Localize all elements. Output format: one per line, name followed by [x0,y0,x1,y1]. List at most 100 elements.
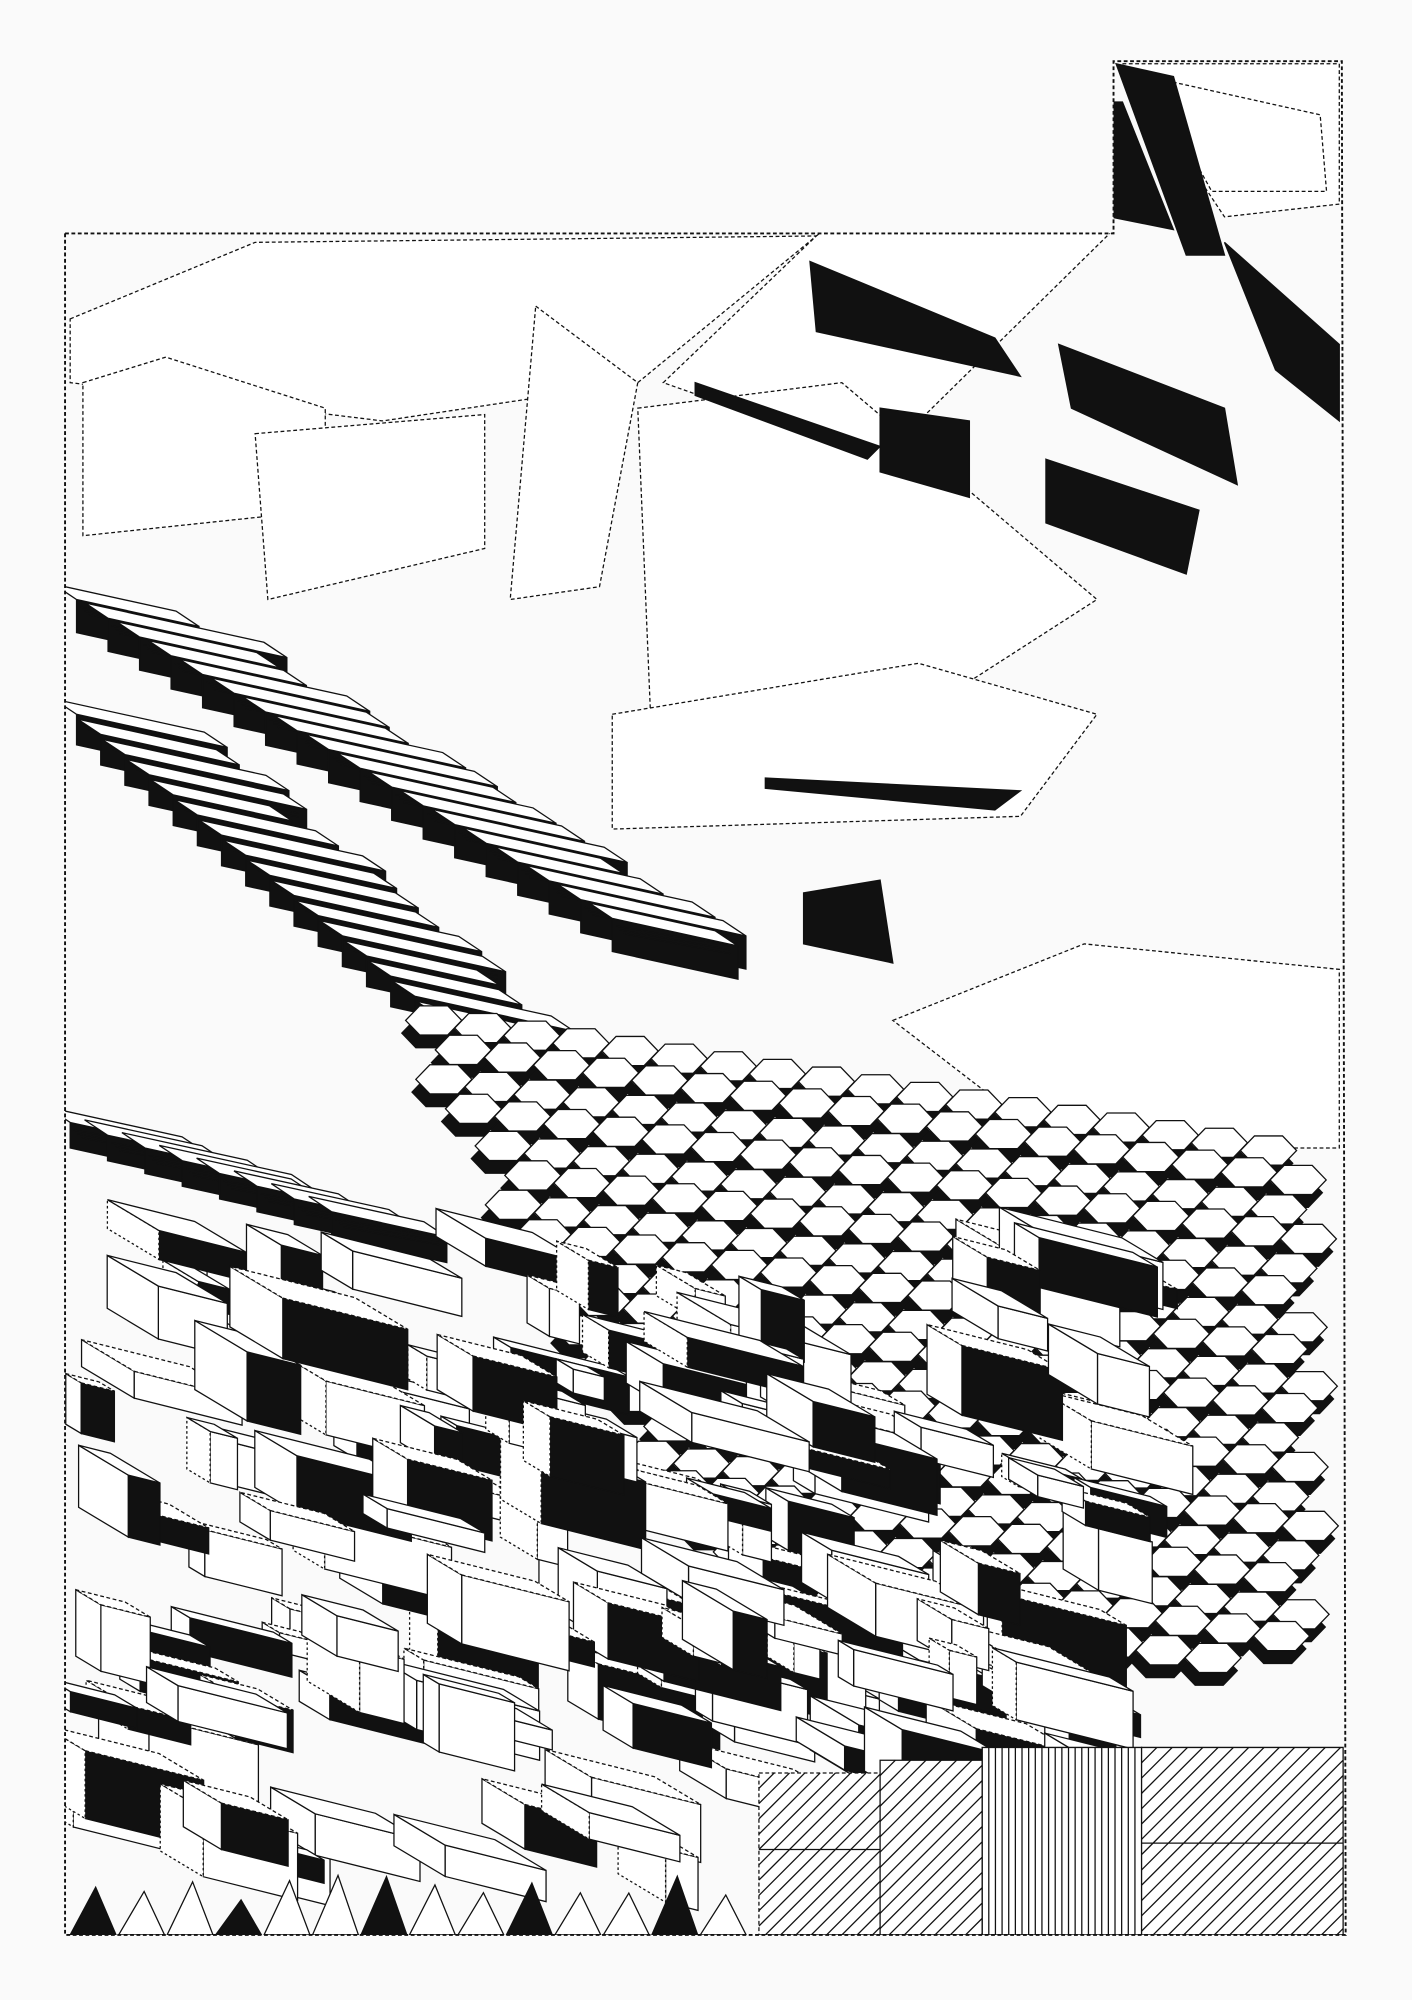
band-middle-top [246,859,419,909]
panel-hatch [1141,1746,1265,1871]
building-face [407,1343,428,1392]
building-face [643,1310,688,1369]
panel-hatch [1141,1746,1250,1856]
panel-hatch [780,1835,881,1935]
building-face [65,1372,82,1435]
hexagon-cell [1072,1134,1131,1165]
building-face [106,1198,160,1261]
building-roof [393,1813,547,1871]
band-lower-hatch [335,1218,440,1238]
panel-hatch [810,1865,881,1935]
hexagon-cell [1271,1451,1330,1483]
panel-hatch [919,1871,983,1935]
shadow-wedge [764,777,1023,811]
panel-hatch [888,1841,983,1935]
band-lower-top [308,1195,448,1238]
shadow-wedge [694,381,882,460]
hexagon-cell [1230,1216,1289,1247]
building-face [239,1491,271,1542]
hatched-panel [1140,1746,1344,1935]
panel-hatch [1275,1866,1344,1935]
hexagon-cell [1250,1333,1309,1365]
building-roof [766,1373,876,1418]
band-upper-top [84,602,288,659]
ground-triangle [456,1891,505,1935]
hexagon-cell [661,1242,720,1273]
hexagon-cell [414,1064,473,1095]
dashed-plane [637,381,1099,715]
hexagon-cell [1232,1503,1291,1534]
hexagon-cell [690,1131,749,1163]
shadow-wedge [1115,62,1226,256]
building-roof [864,1706,999,1755]
hexagon-cell [1220,1157,1278,1188]
band-upper-top [588,902,739,947]
band-upper-top [179,658,371,712]
hexagon-cell [1201,1326,1260,1357]
band-upper-top [336,752,517,804]
panel-hatch [758,1804,881,1927]
band-middle-top [270,879,440,928]
hexagon-cell [827,1095,886,1127]
building-side [127,1474,161,1546]
building-face [556,1240,590,1311]
panel-hatch [826,1880,881,1935]
band-upper-top [462,827,624,875]
panel-hatch [1141,1746,1158,1764]
panel-hatch [795,1850,881,1935]
panel-hatch [1141,1746,1234,1840]
hexagon-cell [404,1005,463,1036]
panel-hatch [758,1772,806,1820]
hexagon-cell [1281,1510,1340,1542]
panel-hatch [879,1759,896,1776]
panel-hatch [934,1887,983,1935]
hexagon-cell [1132,1200,1190,1232]
hexagon-cell [906,1280,965,1311]
band-middle-top [343,940,501,986]
band-upper-top [273,714,466,769]
building-roof [952,1235,1041,1272]
building-roof [602,1684,712,1724]
panel-hatch [758,1772,867,1881]
hexagon-cell [1181,1208,1240,1239]
band-middle-top [367,960,523,1006]
ground-triangle [166,1880,214,1935]
hexagon-cell [1269,1164,1328,1196]
building-roof [65,1677,138,1709]
band-upper-top [65,583,200,628]
building-roof [523,1400,625,1436]
hexagon-cell [1162,1377,1221,1408]
panel-hatch [758,1772,836,1850]
dashed-plane [509,304,639,601]
band-upper-top [525,864,716,918]
hexagon-cell [1260,1392,1319,1424]
building-roof [1008,1457,1084,1488]
hexagon-cell [996,1523,1055,1555]
building-roof [75,1589,151,1618]
building-roof [301,1594,399,1632]
panel-hatch [1336,1928,1344,1935]
dashed-plane [891,943,1340,1149]
shadow-wedge [1057,343,1239,486]
panel-hatch [903,1856,983,1935]
hexagon-cell [1121,1141,1180,1173]
ground-triangle [311,1873,360,1935]
building-roof [1073,1476,1168,1508]
hexagon-cell [1134,1635,1193,1666]
artwork-layer [65,62,1344,1935]
band-middle-top [198,819,386,872]
panel-hatch [1213,1805,1344,1935]
hexagon-cell [679,1072,738,1104]
hexagon-cell [1203,1613,1262,1644]
panel-hatch [1141,1746,1219,1825]
building-roof [1048,1323,1150,1368]
panel-hatch [872,1926,881,1935]
panel-hatch [758,1773,881,1896]
panel-hatch [1259,1851,1344,1935]
building-roof [827,1553,984,1611]
hexagon-cell [553,1167,611,1199]
building-roof [940,1539,1021,1575]
band-upper-top [305,733,498,788]
building-roof [916,1598,990,1630]
